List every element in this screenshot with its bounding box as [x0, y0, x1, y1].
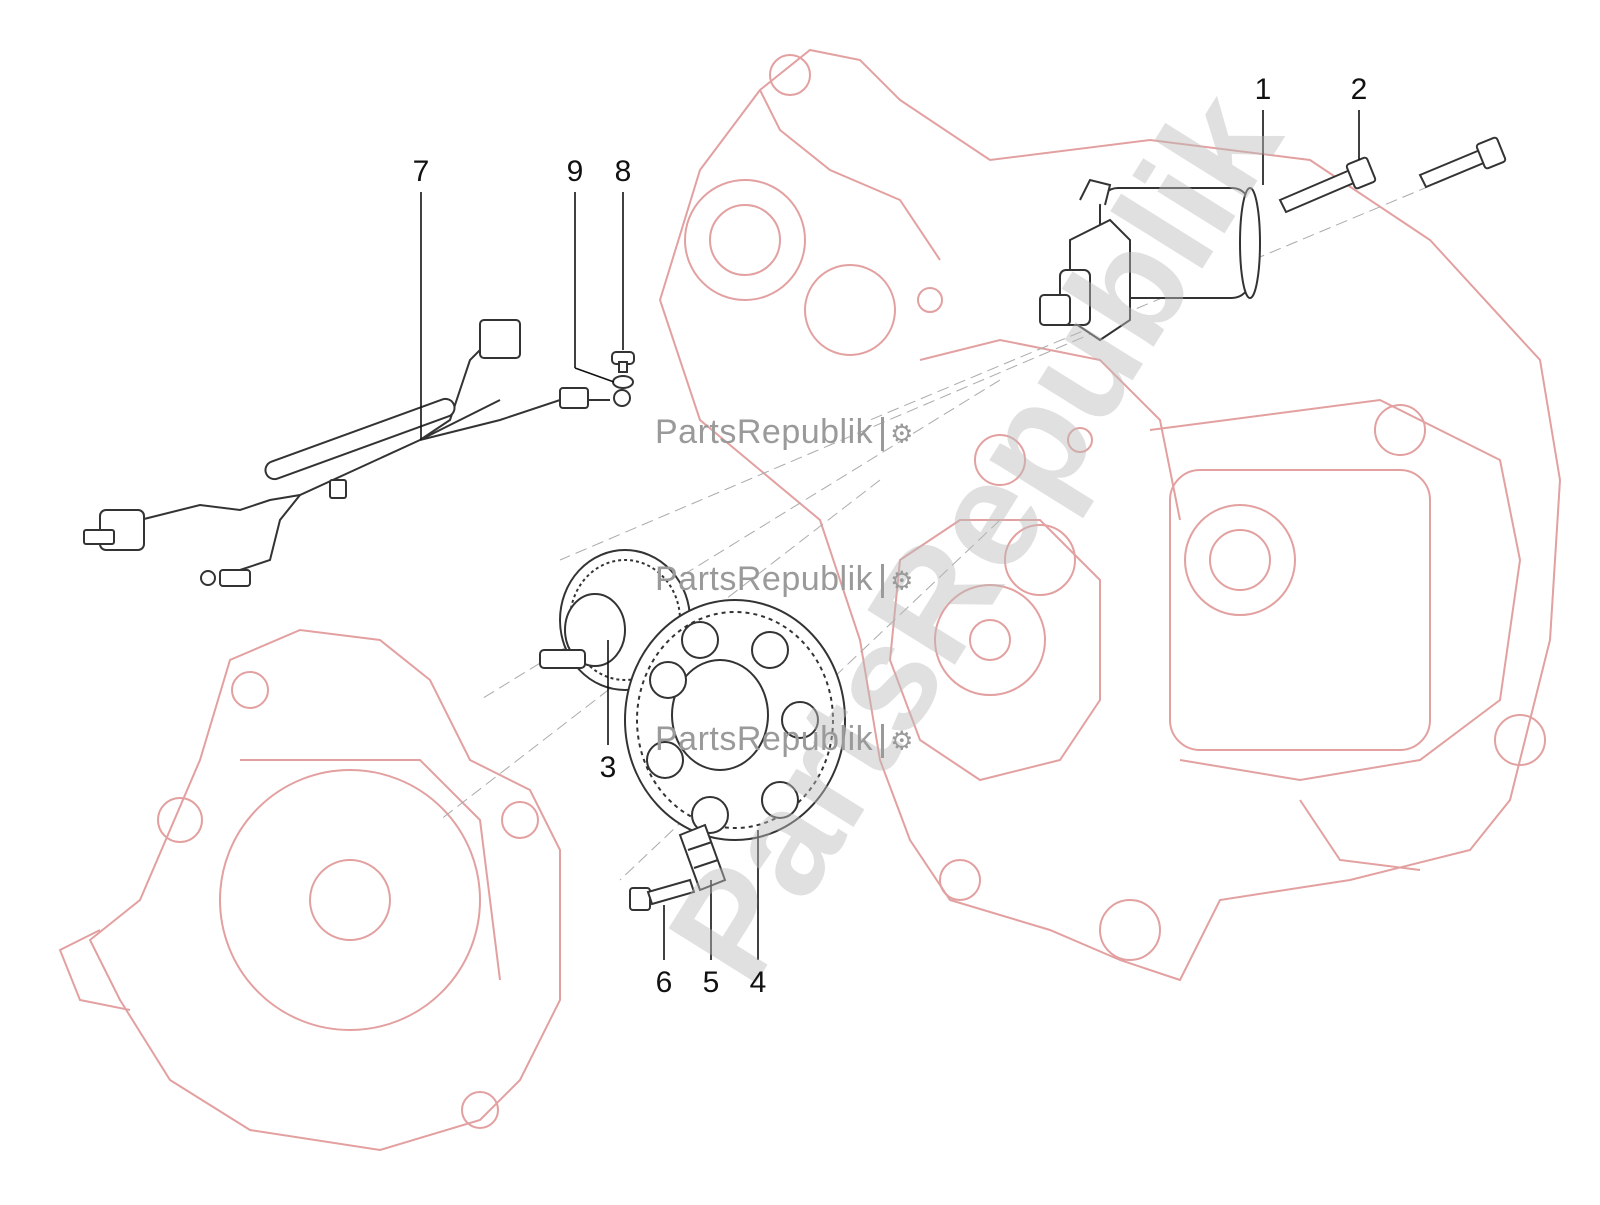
callout-4: 4 [749, 966, 767, 999]
callout-8: 8 [614, 155, 632, 188]
engine-cover-left [58, 628, 561, 1152]
callout-9: 9 [566, 155, 584, 188]
ring-gear-part [624, 599, 846, 841]
leader-lines [420, 110, 1360, 960]
callout-5: 5 [702, 966, 720, 999]
wiring-harness-part [83, 319, 631, 587]
clip-part [678, 823, 727, 892]
watermark-middle: PartsRepublik⚙ [655, 560, 914, 599]
gear-icon: ⚙ [890, 725, 914, 756]
watermark-bottom: PartsRepublik⚙ [655, 720, 914, 759]
gear-icon: ⚙ [890, 418, 914, 449]
callout-3: 3 [599, 751, 617, 784]
callout-1: 1 [1254, 73, 1272, 106]
engine-casing-main [658, 48, 1562, 982]
starter-motor-part [1039, 178, 1261, 342]
callout-6: 6 [655, 966, 673, 999]
callout-2: 2 [1350, 73, 1368, 106]
callout-7: 7 [412, 155, 430, 188]
gear-icon: ⚙ [890, 565, 914, 596]
flange-bolt-part [629, 878, 696, 911]
bolts-part [1278, 136, 1507, 214]
screw-washer-part [611, 351, 635, 389]
watermark-top: PartsRepublik⚙ [655, 413, 914, 452]
